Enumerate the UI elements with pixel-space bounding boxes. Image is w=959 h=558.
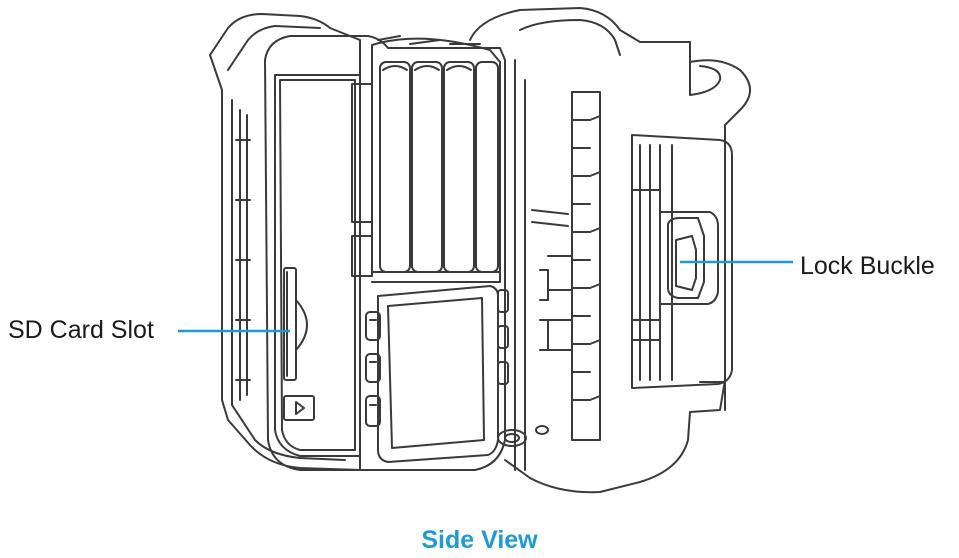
left-door <box>209 13 361 471</box>
lock-buckle-label: Lock Buckle <box>800 252 935 280</box>
hinge-strip <box>539 91 601 441</box>
sd-card-slot-label: SD Card Slot <box>8 316 154 344</box>
play-button <box>283 395 315 421</box>
right-door <box>631 134 733 389</box>
sd-card-slot <box>283 267 308 381</box>
camera-main-body <box>264 35 509 471</box>
battery-compartment <box>351 35 501 283</box>
right-housing <box>469 7 751 494</box>
side-buttons <box>365 289 509 427</box>
lcd-screen <box>377 285 499 463</box>
lock-buckle <box>659 211 719 305</box>
lens-mount <box>497 425 549 447</box>
side-view-caption: Side View <box>421 526 538 554</box>
